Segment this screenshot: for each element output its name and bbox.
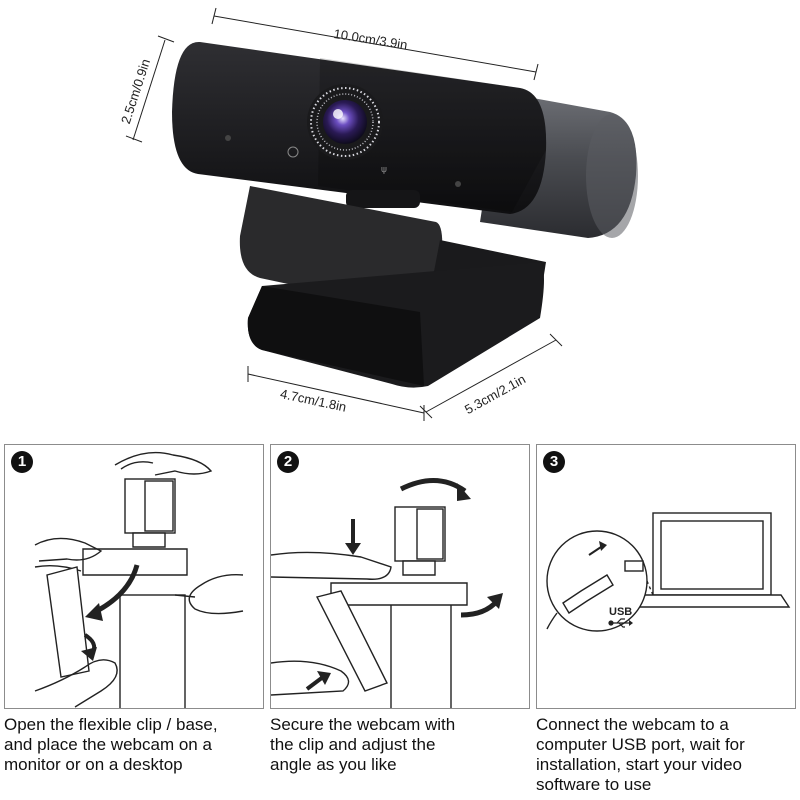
step-2-caption: Secure the webcam with the clip and adju… <box>270 715 455 775</box>
base-depth-dimension-line <box>419 333 563 419</box>
step-2-illustration <box>271 478 503 708</box>
step-2-caption-line: Secure the webcam with <box>270 715 456 734</box>
step-3-panel: USB 3 <box>536 444 796 709</box>
step-2-caption-line: angle as you like <box>270 755 397 774</box>
webcam-body: ψ <box>172 41 547 214</box>
step-1-caption-line: and place the webcam on a <box>4 735 212 754</box>
step-1-caption: Open the flexible clip / base, and place… <box>4 715 218 775</box>
step-3-caption: Connect the webcam to a computer USB por… <box>536 715 745 795</box>
usb-symbol-icon <box>608 618 633 628</box>
height-dimension-line <box>125 35 175 143</box>
step-3-caption-line: installation, start your video <box>536 755 742 774</box>
step-3-illustration: USB <box>546 512 791 632</box>
step-1-caption-line: Open the flexible clip / base, <box>4 715 218 734</box>
usb-label: USB <box>609 606 632 618</box>
step-2-panel: 2 <box>270 444 530 709</box>
base-width-dimension-line <box>247 366 425 421</box>
step-1-caption-line: monitor or on a desktop <box>4 755 183 774</box>
step-2-caption-line: the clip and adjust the <box>270 735 436 754</box>
step-3-caption-line: computer USB port, wait for <box>536 735 745 754</box>
laptop-icon <box>635 512 791 608</box>
svg-text:ψ: ψ <box>381 165 387 175</box>
webcam-product-figure: ψ 10.0cm/3.9in 2.5cm/0.9in 4.7cm/1.8in <box>118 7 638 421</box>
step-2-number: 2 <box>277 451 299 473</box>
length-dimension-line <box>211 7 539 81</box>
webcam-base <box>247 262 544 388</box>
lens <box>323 100 367 144</box>
step-1-number: 1 <box>11 451 33 473</box>
step-3-caption-line: software to use <box>536 775 652 794</box>
webcam-illustration: ψ <box>125 7 638 421</box>
step-1-panel: 1 <box>4 444 264 709</box>
step-3-caption-line: Connect the webcam to a <box>536 715 729 734</box>
step-1-illustration <box>34 451 244 708</box>
step-3-number: 3 <box>543 451 565 473</box>
